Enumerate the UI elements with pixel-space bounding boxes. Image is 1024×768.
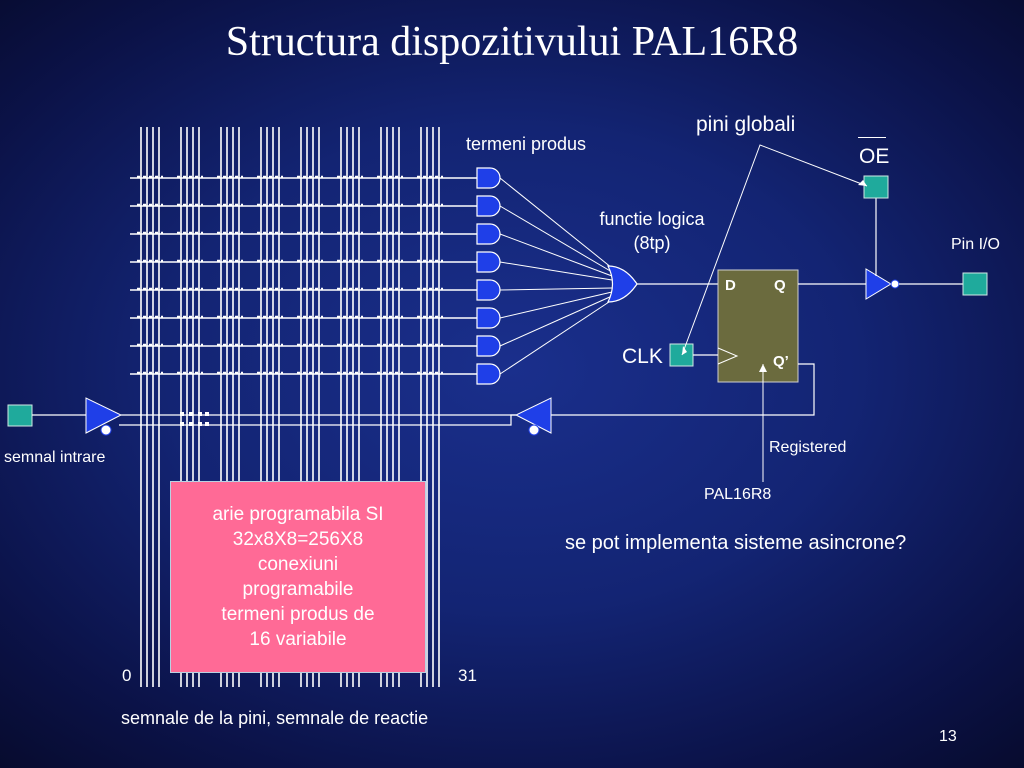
and-gate-icon <box>476 251 501 273</box>
oe-label: OE <box>859 145 890 168</box>
q-neg-feedback-wire <box>551 363 815 416</box>
product-terms-label: termeni produs <box>466 134 587 154</box>
flipflop-q-label: Q <box>774 277 786 294</box>
or-input-wire <box>499 295 613 347</box>
fuse-dots <box>180 412 209 426</box>
or-gate-input-wires <box>499 177 613 375</box>
oe-pin-icon <box>863 175 889 199</box>
pin-signals-label: semnale de la pini, semnale de reactie <box>121 708 429 728</box>
arrowhead-icon <box>682 346 687 355</box>
or-gate-icon <box>607 265 638 303</box>
and-gate-icon <box>476 167 501 189</box>
d-flipflop <box>717 269 799 383</box>
input-signal-label: semnal intrare <box>4 449 106 466</box>
and-gate-icon <box>476 279 501 301</box>
and-gate-icon <box>476 195 501 217</box>
registered-label: Registered <box>769 439 847 456</box>
or-input-wire <box>499 177 613 269</box>
global-pins-lines <box>681 144 868 356</box>
programmable-array-text: arie programabila SI 32x8X8=256X8 conexi… <box>212 504 384 650</box>
programmable-array-note: arie programabila SI 32x8X8=256X8 conexi… <box>170 481 426 673</box>
output-buffer-icon <box>865 268 892 300</box>
arrowhead-icon <box>858 180 867 186</box>
pal16r8-label: PAL16R8 <box>704 486 772 503</box>
logic-function-label: functie logica (8tp) <box>599 209 705 253</box>
question-text: se pot implementa sisteme asincrone? <box>565 532 907 554</box>
and-gates <box>476 167 501 385</box>
oe-overbar <box>858 137 886 138</box>
column-last-label: 31 <box>458 666 477 685</box>
input-bubble-icon <box>100 424 112 436</box>
and-gate-icon <box>476 363 501 385</box>
and-gate-icon <box>476 335 501 357</box>
feedback-buffer-icon <box>514 397 552 434</box>
feedback-array-wire <box>119 414 516 426</box>
output-bubble-icon <box>890 279 900 289</box>
and-gate-icon <box>476 307 501 329</box>
page-number: 13 <box>939 728 957 745</box>
or-input-wire <box>499 291 613 319</box>
arrowhead-icon <box>759 364 767 372</box>
flipflop-qneg-label: Q’ <box>773 353 789 370</box>
input-buffer-icon <box>85 397 123 434</box>
and-gate-icon <box>476 223 501 245</box>
or-input-wire <box>499 299 613 375</box>
column-first-label: 0 <box>122 666 132 685</box>
pin-io-label: Pin I/O <box>951 236 1000 253</box>
or-input-wire <box>499 261 613 281</box>
clk-pin-icon <box>669 343 694 367</box>
feedback-bubble-icon <box>528 424 540 436</box>
or-input-wire <box>499 205 613 273</box>
clk-label: CLK <box>622 345 663 368</box>
input-pin-icon <box>7 404 33 427</box>
product-term-rows <box>130 175 477 375</box>
page-title: Structura dispozitivului PAL16R8 <box>225 19 799 65</box>
pin-io-icon <box>962 272 988 296</box>
clock-edge-icon <box>717 347 739 365</box>
flipflop-d-label: D <box>725 277 736 294</box>
or-input-wire <box>499 287 613 291</box>
global-pins-label: pini globali <box>696 113 796 136</box>
or-input-wire <box>499 233 613 277</box>
